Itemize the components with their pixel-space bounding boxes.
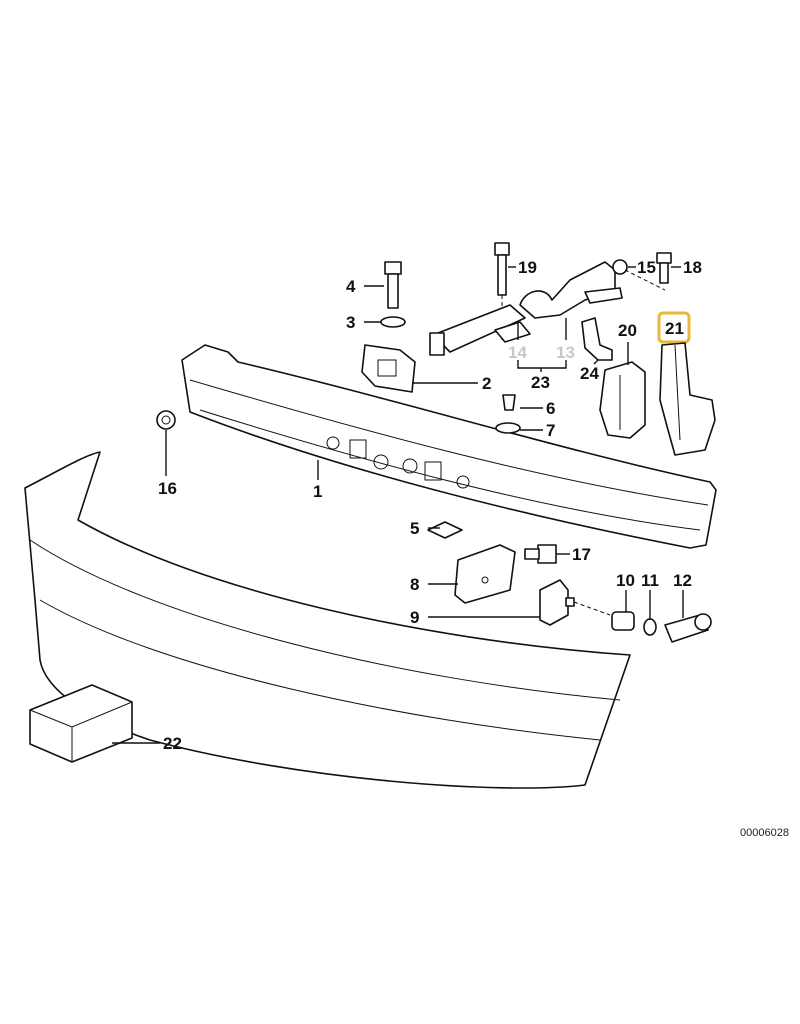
label-13: 13 xyxy=(556,343,575,362)
bolt-18[interactable] xyxy=(656,252,672,284)
label-23: 23 xyxy=(531,373,550,392)
label-19: 19 xyxy=(518,258,537,277)
screw-10[interactable] xyxy=(611,611,635,631)
label-18: 18 xyxy=(683,258,702,277)
label-9: 9 xyxy=(410,608,419,627)
label-6: 6 xyxy=(546,399,555,418)
label-5: 5 xyxy=(410,519,419,538)
nut-16[interactable] xyxy=(156,410,176,430)
label-2: 2 xyxy=(482,374,491,393)
guide-20[interactable] xyxy=(599,361,646,439)
bolt-19[interactable] xyxy=(494,242,510,296)
label-3: 3 xyxy=(346,313,355,332)
bolt-12[interactable] xyxy=(664,613,712,643)
nut-15[interactable] xyxy=(612,259,628,275)
washer-11[interactable] xyxy=(643,618,657,636)
label-24: 24 xyxy=(580,364,599,383)
label-12: 12 xyxy=(673,571,692,590)
leader-lines xyxy=(112,266,684,744)
guide-21[interactable] xyxy=(659,342,716,456)
clip-6[interactable] xyxy=(502,394,516,411)
label-16: 16 xyxy=(158,479,177,498)
tube-assembly-23[interactable] xyxy=(429,261,623,356)
bracket-24[interactable] xyxy=(581,317,613,361)
nut-clip-9[interactable] xyxy=(539,579,575,626)
diagram-code: 00006028 xyxy=(740,827,789,839)
washer-3[interactable] xyxy=(380,316,406,328)
label-11: 11 xyxy=(641,571,659,590)
label-21[interactable]: 21 xyxy=(665,319,684,338)
label-20: 20 xyxy=(618,321,637,340)
clip-5[interactable] xyxy=(427,521,463,539)
bolt-4[interactable] xyxy=(384,261,402,309)
label-10: 10 xyxy=(616,571,635,590)
bolt-17[interactable] xyxy=(524,544,557,564)
label-8: 8 xyxy=(410,575,419,594)
highlight-box-21 xyxy=(657,311,691,344)
label-7: 7 xyxy=(546,421,555,440)
label-14: 14 xyxy=(508,343,527,362)
plate-8[interactable] xyxy=(454,544,516,604)
label-1: 1 xyxy=(313,482,322,501)
washer-7[interactable] xyxy=(495,422,521,434)
label-17: 17 xyxy=(572,545,591,564)
bracket-2[interactable] xyxy=(361,344,416,393)
box-part-22[interactable] xyxy=(29,684,133,763)
bumper-carrier[interactable] xyxy=(181,344,717,549)
label-4: 4 xyxy=(346,277,356,296)
label-22: 22 xyxy=(163,734,182,753)
label-15: 15 xyxy=(637,258,656,277)
